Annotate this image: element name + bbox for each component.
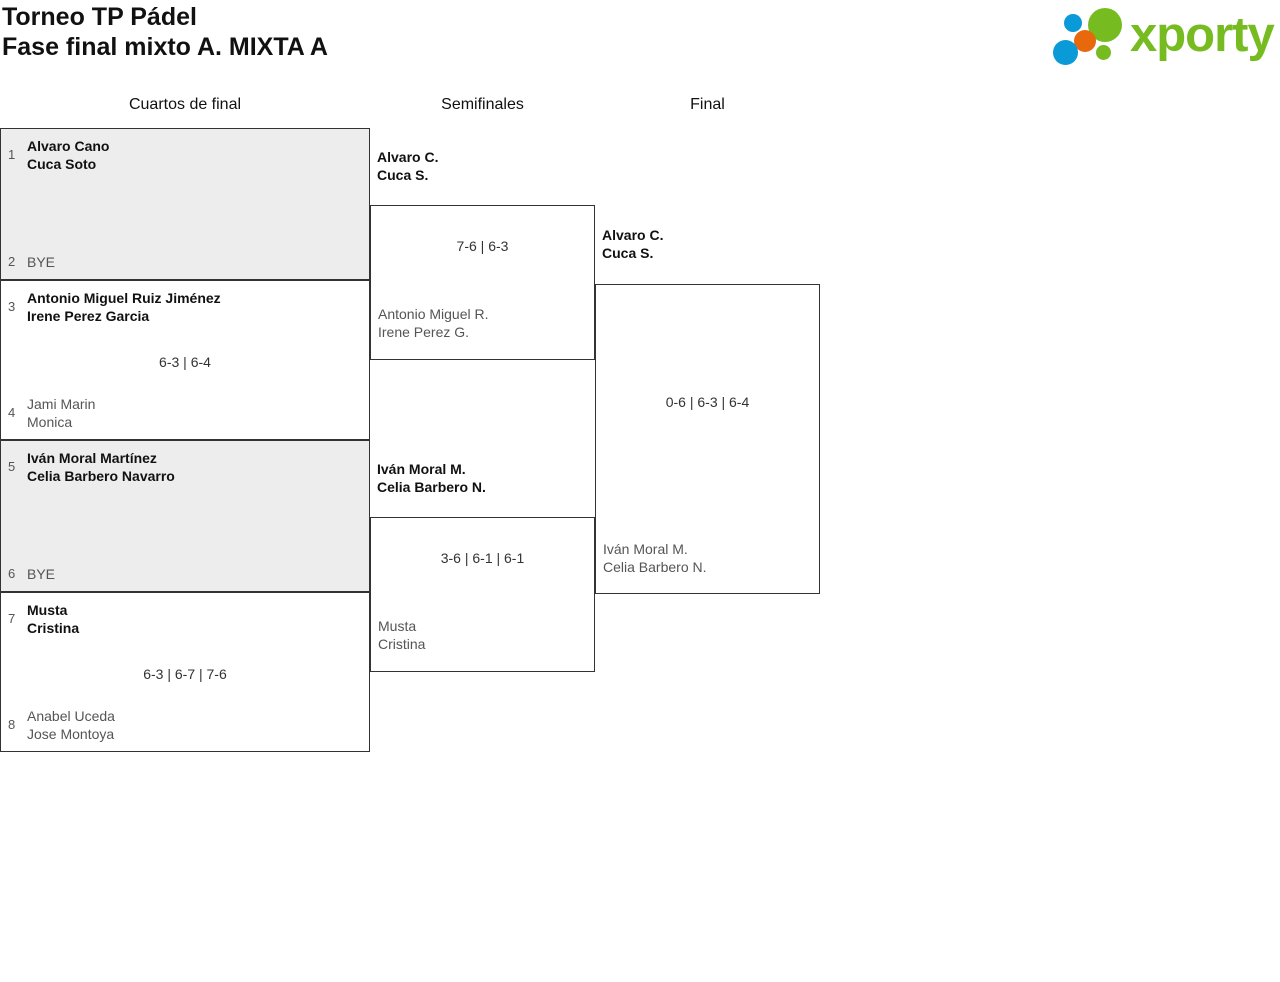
match-final[interactable]: 0-6 | 6-3 | 6-4 Iván Moral M. Celia Barb…: [595, 284, 820, 594]
match-sf-2[interactable]: 3-6 | 6-1 | 6-1 Musta Cristina: [370, 517, 595, 672]
match-qf-4-team-bottom[interactable]: 8 Anabel Uceda Jose Montoya: [1, 707, 369, 743]
match-sf-1-team-bottom[interactable]: Antonio Miguel R. Irene Perez G.: [378, 306, 489, 340]
match-final-score: 0-6 | 6-3 | 6-4: [665, 394, 750, 410]
round-header-final: Final: [690, 96, 725, 113]
round-header-semifinals: Semifinales: [441, 96, 524, 113]
team-players: Antonio Miguel Ruiz Jiménez Irene Perez …: [27, 290, 221, 324]
logo-dots-icon: [1044, 8, 1140, 66]
match-qf-2-team-bottom[interactable]: 4 Jami Marin Monica: [1, 395, 369, 431]
seed-number: 5: [8, 459, 16, 474]
match-qf-2-team-top[interactable]: 3 Antonio Miguel Ruiz Jiménez Irene Pere…: [1, 289, 369, 325]
team-players: Iván Moral Martínez Celia Barbero Navarr…: [27, 450, 175, 484]
team-players: Anabel Uceda Jose Montoya: [27, 708, 115, 742]
seed-number: 6: [8, 566, 16, 581]
page-header: Torneo TP Pádel Fase final mixto A. MIXT…: [0, 0, 1280, 80]
logo-dot-blue-large: [1053, 40, 1078, 65]
match-qf-1-team-bottom[interactable]: 2 BYE: [1, 253, 369, 271]
match-qf-3[interactable]: 5 Iván Moral Martínez Celia Barbero Nava…: [0, 440, 370, 592]
match-sf-1-team-top[interactable]: Alvaro C. Cuca S.: [377, 149, 439, 183]
match-qf-1-team-top[interactable]: 1 Alvaro Cano Cuca Soto: [1, 137, 369, 173]
seed-number: 2: [8, 254, 16, 269]
match-qf-3-team-bottom[interactable]: 6 BYE: [1, 565, 369, 583]
round-header-quarterfinals: Cuartos de final: [128, 96, 242, 113]
match-sf-2-team-top[interactable]: Iván Moral M. Celia Barbero N.: [377, 461, 486, 495]
seed-number: 4: [8, 405, 16, 420]
team-players: BYE: [27, 254, 56, 270]
match-qf-4-score: 6-3 | 6-7 | 7-6: [143, 666, 227, 682]
match-final-team-top[interactable]: Alvaro C. Cuca S.: [602, 227, 664, 261]
seed-number: 3: [8, 299, 16, 314]
match-final-team-bottom[interactable]: Iván Moral M. Celia Barbero N.: [603, 541, 707, 575]
tournament-title: Torneo TP Pádel: [2, 3, 197, 31]
team-players: Jami Marin Monica: [27, 396, 96, 430]
match-qf-3-team-top[interactable]: 5 Iván Moral Martínez Celia Barbero Nava…: [1, 449, 369, 485]
match-qf-4[interactable]: 7 Musta Cristina 6-3 | 6-7 | 7-6 8 Anabe…: [0, 592, 370, 752]
match-qf-2-score: 6-3 | 6-4: [159, 354, 211, 370]
match-qf-1[interactable]: 1 Alvaro Cano Cuca Soto 2 BYE: [0, 128, 370, 280]
match-sf-1-score: 7-6 | 6-3: [456, 238, 509, 254]
team-players: Musta Cristina: [27, 602, 80, 636]
phase-title: Fase final mixto A. MIXTA A: [2, 33, 328, 61]
logo-dot-green-small: [1096, 45, 1111, 60]
logo-dot-blue-small: [1064, 14, 1082, 32]
logo-dot-orange: [1074, 30, 1096, 52]
match-qf-2[interactable]: 3 Antonio Miguel Ruiz Jiménez Irene Pere…: [0, 280, 370, 440]
team-players: Alvaro Cano Cuca Soto: [27, 138, 110, 172]
match-qf-4-team-top[interactable]: 7 Musta Cristina: [1, 601, 369, 637]
seed-number: 7: [8, 611, 16, 626]
title-block: Torneo TP Pádel Fase final mixto A. MIXT…: [0, 0, 328, 62]
team-players: BYE: [27, 566, 56, 582]
logo-wordmark: xporty: [1130, 8, 1275, 62]
seed-number: 8: [8, 717, 16, 732]
match-sf-2-team-bottom[interactable]: Musta Cristina: [378, 618, 426, 652]
xporty-logo[interactable]: xporty: [1044, 4, 1275, 68]
match-sf-1[interactable]: 7-6 | 6-3 Antonio Miguel R. Irene Perez …: [370, 205, 595, 360]
seed-number: 1: [8, 147, 16, 162]
match-sf-2-score: 3-6 | 6-1 | 6-1: [440, 550, 525, 566]
